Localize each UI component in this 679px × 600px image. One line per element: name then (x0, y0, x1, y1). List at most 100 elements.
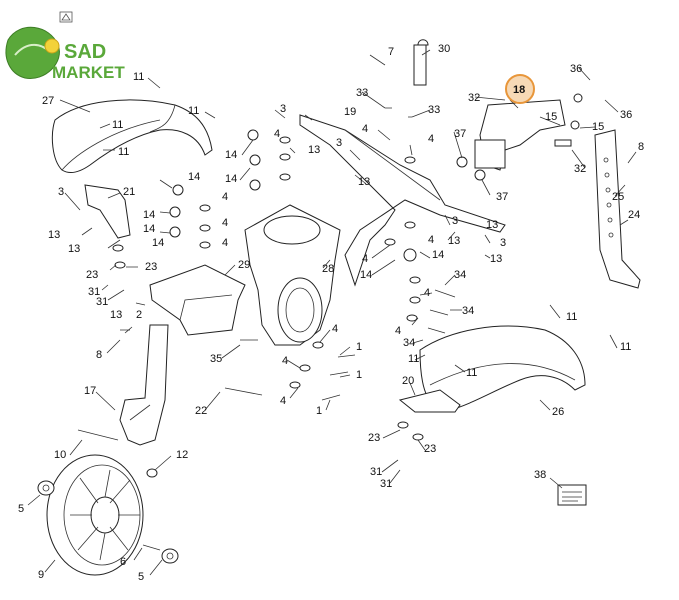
label-32: 32 (468, 92, 480, 104)
label-23: 23 (145, 261, 157, 273)
label-4: 4 (362, 123, 368, 135)
logo-line1: SAD (64, 41, 106, 63)
label-4: 4 (282, 355, 288, 367)
label-30: 30 (438, 43, 450, 55)
label-1: 1 (356, 369, 362, 381)
label-23: 23 (86, 269, 98, 281)
label-4: 4 (424, 287, 430, 299)
label-4: 4 (395, 325, 401, 337)
label-11: 11 (620, 341, 631, 353)
label-4: 4 (222, 217, 228, 229)
label-36: 36 (620, 109, 632, 121)
label-28: 28 (322, 263, 334, 275)
label-18-highlighted: 18 (513, 84, 525, 96)
label-11: 11 (566, 311, 577, 323)
label-9: 9 (38, 569, 44, 581)
label-14: 14 (143, 223, 155, 235)
label-19: 19 (344, 106, 356, 118)
label-4: 4 (222, 191, 228, 203)
label-14: 14 (225, 173, 237, 185)
label-14: 14 (360, 269, 372, 281)
label-29: 29 (238, 259, 250, 271)
washers-5 (37, 480, 179, 564)
label-3: 3 (452, 215, 458, 227)
part-30-rod (413, 39, 429, 86)
label-5: 5 (138, 571, 144, 583)
label-8: 8 (638, 141, 644, 153)
label-4: 4 (274, 128, 280, 140)
label-12: 12 (176, 449, 188, 461)
label-11: 11 (466, 367, 477, 379)
part-20-bracket (398, 389, 461, 413)
sad-market-logo: SAD MARKET (5, 11, 125, 82)
label-6: 6 (120, 556, 126, 568)
label-4: 4 (280, 395, 286, 407)
label-34: 34 (403, 337, 415, 349)
label-23: 23 (424, 443, 436, 455)
label-4: 4 (428, 133, 434, 145)
part-labels: 27 11 11 11 11 21 3 13 13 23 23 31 31 13… (18, 43, 644, 583)
label-13: 13 (448, 235, 460, 247)
part-28-housing (244, 204, 341, 346)
label-11: 11 (112, 119, 123, 131)
label-23: 23 (368, 432, 380, 444)
label-14: 14 (152, 237, 164, 249)
label-14: 14 (225, 149, 237, 161)
label-32: 32 (574, 163, 586, 175)
part-18-bracket (474, 99, 566, 171)
label-34: 34 (462, 305, 474, 317)
label-13: 13 (110, 309, 122, 321)
label-17: 17 (84, 385, 96, 397)
label-33: 33 (356, 87, 368, 99)
label-3: 3 (280, 103, 286, 115)
label-2: 2 (136, 309, 142, 321)
label-27: 27 (42, 95, 54, 107)
label-4: 4 (362, 253, 368, 265)
label-21: 21 (123, 186, 135, 198)
bolts (77, 99, 587, 551)
leader-lines (27, 49, 637, 576)
label-11: 11 (408, 353, 419, 365)
part-27-cover (51, 99, 213, 173)
label-13: 13 (308, 144, 320, 156)
label-3: 3 (58, 186, 64, 198)
label-15: 15 (545, 111, 557, 123)
label-11: 11 (118, 146, 129, 158)
label-14: 14 (143, 209, 155, 221)
label-13: 13 (358, 176, 370, 188)
label-22: 22 (195, 405, 207, 417)
label-36: 36 (570, 63, 582, 75)
washers-nuts (112, 93, 583, 478)
highlight-circle-18 (505, 74, 535, 104)
label-20: 20 (402, 375, 414, 387)
label-4: 4 (428, 234, 434, 246)
label-34: 34 (454, 269, 466, 281)
label-10: 10 (54, 449, 66, 461)
label-13: 13 (490, 253, 502, 265)
label-31: 31 (370, 466, 382, 478)
label-14: 14 (432, 249, 444, 261)
label-7: 7 (388, 46, 394, 58)
label-15: 15 (592, 121, 604, 133)
label-14: 14 (188, 171, 200, 183)
part-19-arm (299, 114, 506, 287)
part-24-bar (594, 129, 641, 289)
label-24: 24 (628, 209, 640, 221)
label-4: 4 (222, 237, 228, 249)
label-25: 25 (612, 191, 624, 203)
label-13: 13 (486, 219, 498, 231)
label-13: 13 (48, 229, 60, 241)
label-38: 38 (534, 469, 546, 481)
label-5: 5 (18, 503, 24, 515)
label-31: 31 (96, 296, 108, 308)
label-26: 26 (552, 406, 564, 418)
label-3: 3 (336, 137, 342, 149)
label-1: 1 (316, 405, 322, 417)
label-37: 37 (454, 128, 466, 140)
label-3: 3 (500, 237, 506, 249)
label-31: 31 (380, 478, 392, 490)
label-37: 37 (496, 191, 508, 203)
label-4: 4 (332, 323, 338, 335)
